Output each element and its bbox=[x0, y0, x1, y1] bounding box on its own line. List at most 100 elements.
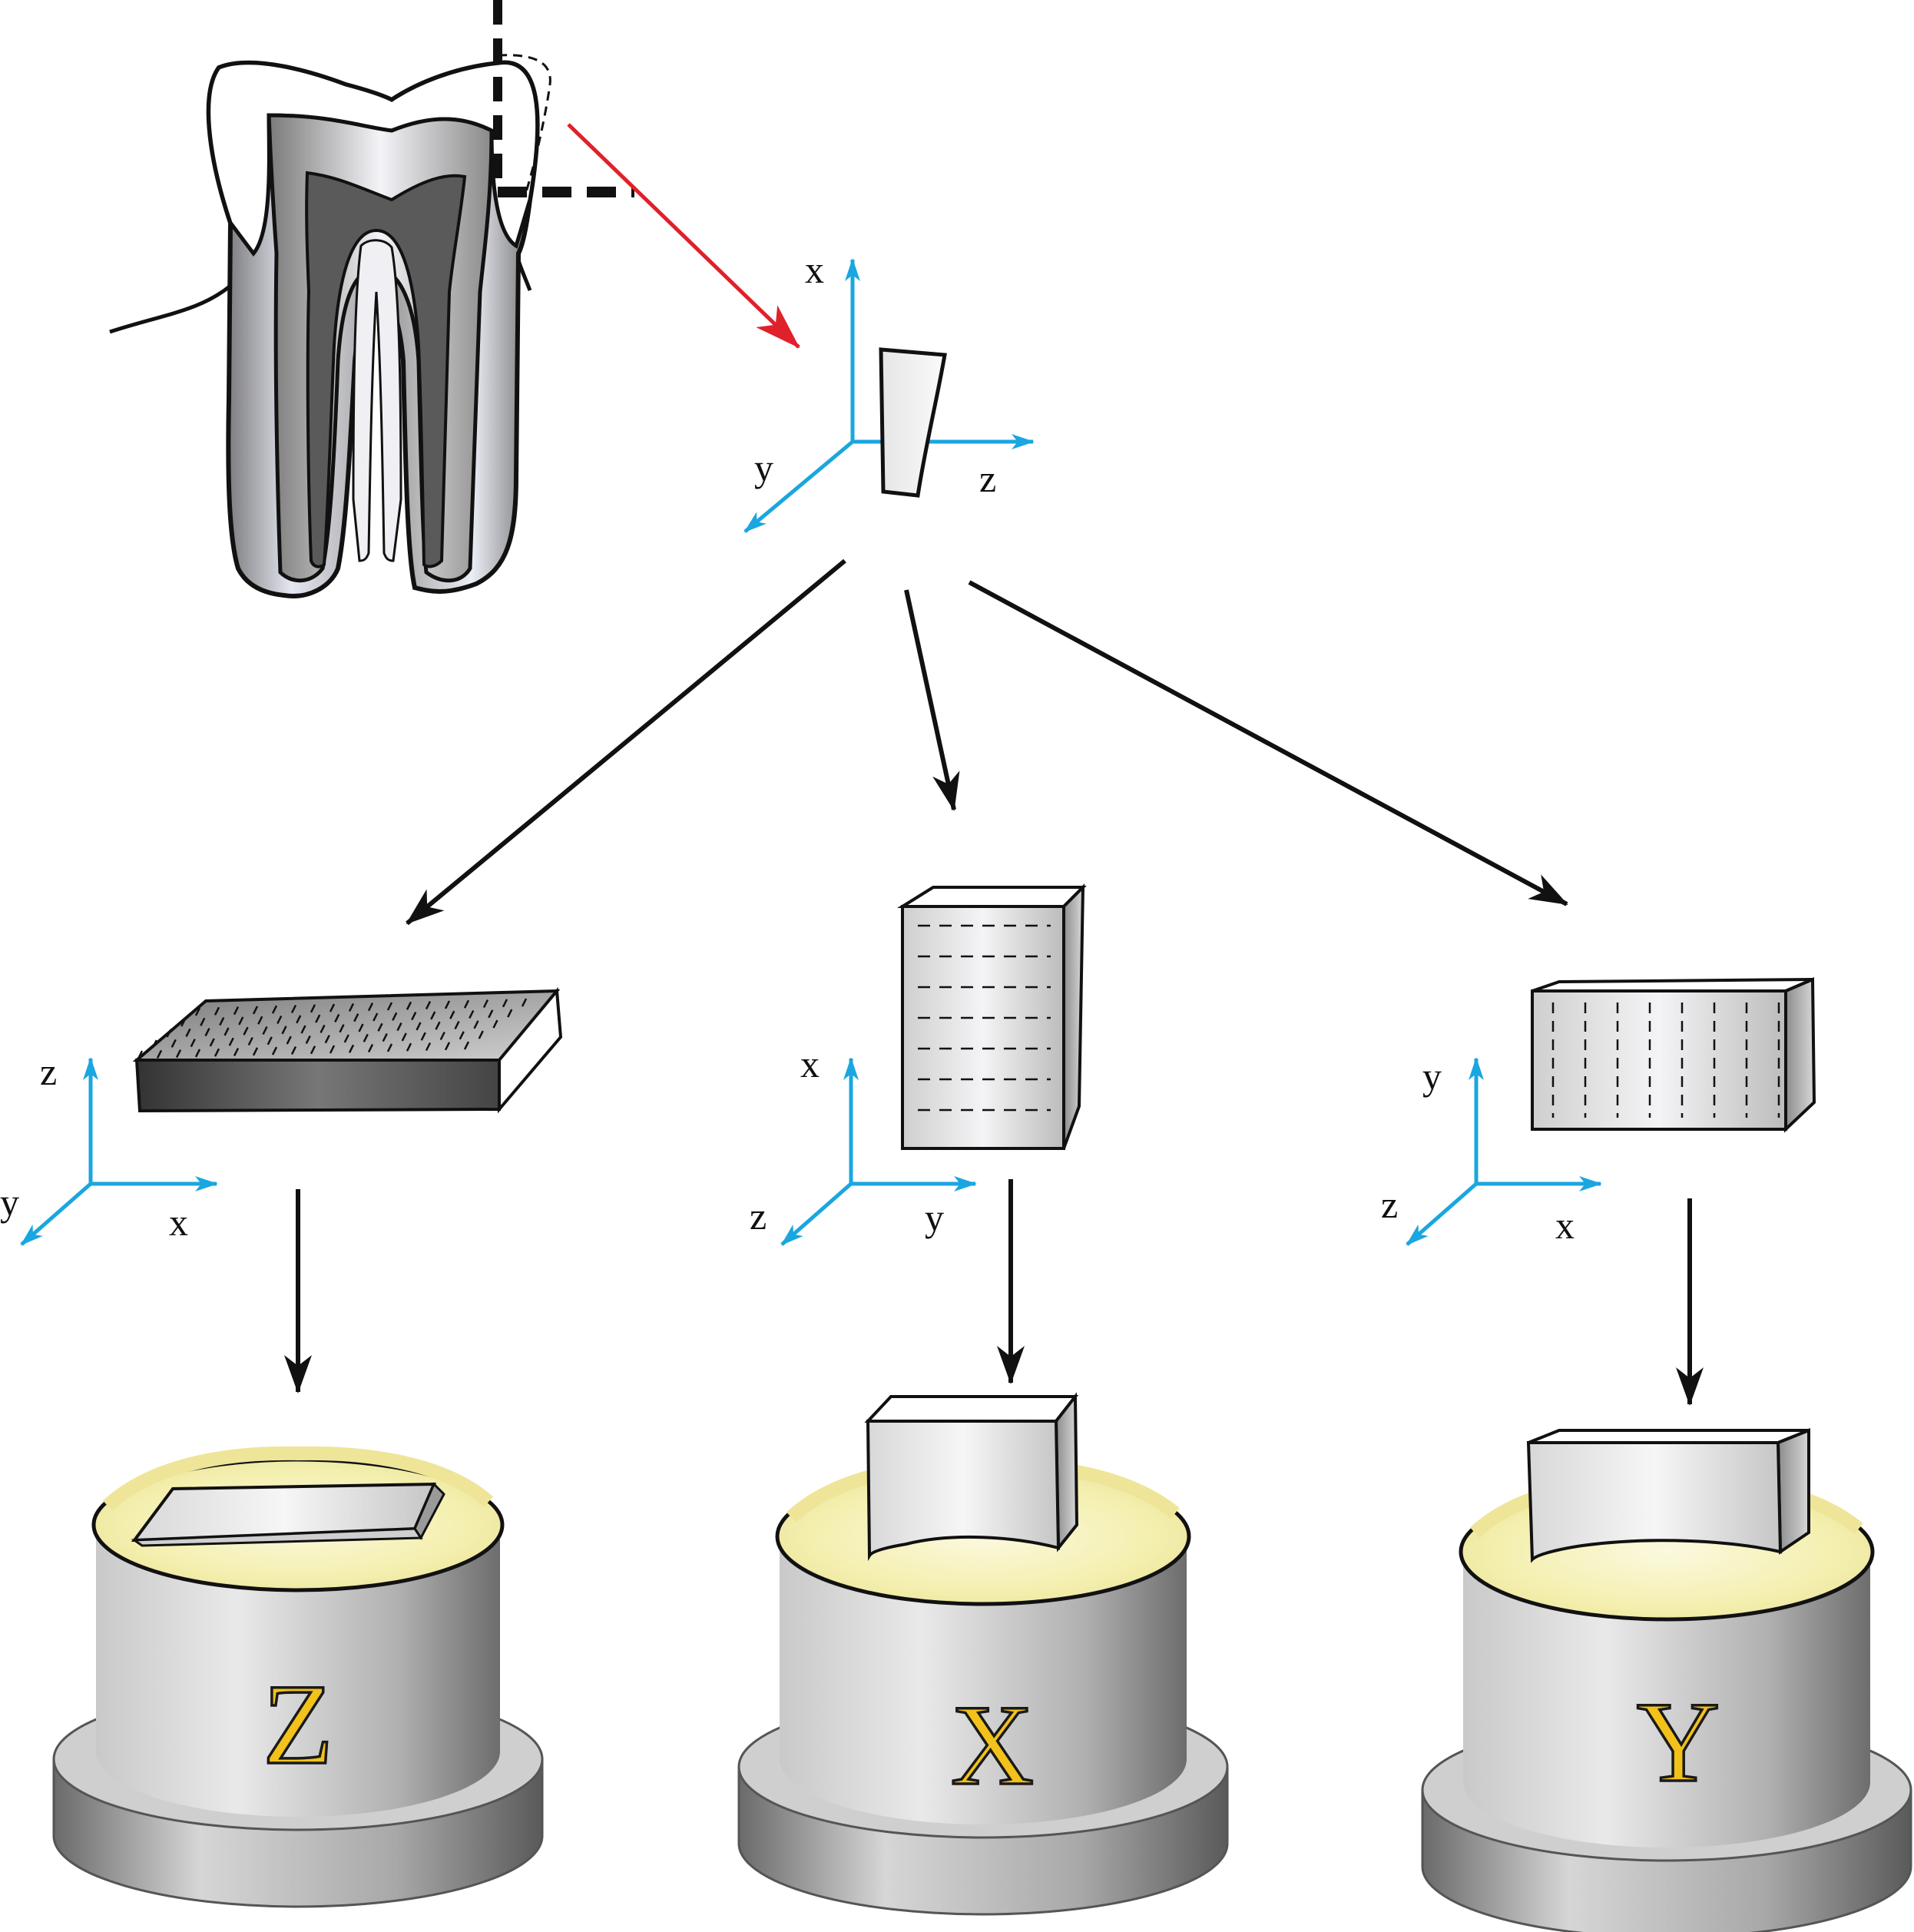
left-axes: z y x bbox=[0, 1050, 218, 1246]
tubule-mark bbox=[238, 1016, 244, 1026]
stage-label-y: Y bbox=[1637, 1678, 1720, 1806]
tubule-mark bbox=[243, 1026, 249, 1036]
tubule-mark bbox=[305, 1035, 311, 1044]
tubule-mark bbox=[435, 1021, 441, 1030]
top-axes: x y z bbox=[743, 248, 1035, 533]
tubule-mark bbox=[459, 1031, 465, 1040]
tubule-mark bbox=[449, 1010, 455, 1019]
left-axis-up-label: z bbox=[40, 1050, 57, 1093]
tubule-mark bbox=[392, 1012, 398, 1021]
tubule-mark bbox=[488, 1009, 494, 1019]
tubule-mark bbox=[151, 1039, 157, 1049]
slab-block-z bbox=[132, 986, 563, 1114]
tubule-mark bbox=[233, 1047, 240, 1057]
right-axis-up-label: y bbox=[1422, 1055, 1442, 1098]
tubule-mark bbox=[367, 1044, 374, 1053]
extraction-arrow bbox=[567, 123, 800, 349]
tubule-mark bbox=[507, 1009, 513, 1018]
tubule-mark bbox=[425, 1001, 432, 1010]
tubule-mark bbox=[310, 1046, 316, 1055]
tubule-mark bbox=[204, 1028, 210, 1037]
tubule-mark bbox=[406, 1001, 412, 1010]
tubule-mark bbox=[257, 1016, 263, 1025]
tubule-mark bbox=[343, 1034, 349, 1043]
tubule-mark bbox=[334, 1013, 340, 1022]
middle-axis-right-label: y bbox=[925, 1196, 944, 1239]
tubule-mark bbox=[277, 1015, 283, 1025]
tubule-mark bbox=[320, 1024, 326, 1033]
enamel-specimen-icon bbox=[879, 347, 947, 498]
middle-axis-diag-label: z bbox=[750, 1195, 767, 1238]
tubule-mark bbox=[339, 1024, 345, 1033]
tubule-mark bbox=[262, 1026, 268, 1036]
mounting-stage-icon: X bbox=[737, 1392, 1229, 1916]
stage-label-z: Z bbox=[263, 1661, 333, 1788]
tubule-mark bbox=[175, 1049, 182, 1059]
tubule-mark bbox=[214, 1048, 220, 1057]
tubule-mark bbox=[224, 1027, 230, 1036]
tubule-mark bbox=[194, 1007, 201, 1016]
tubule-mark bbox=[137, 1050, 144, 1059]
tubule-mark bbox=[473, 1020, 479, 1029]
tubule-mark bbox=[353, 1013, 359, 1022]
left-axis-diag-label: y bbox=[0, 1181, 19, 1224]
mounting-stage-icon: Z bbox=[52, 1446, 544, 1908]
tubule-mark bbox=[286, 1036, 292, 1045]
tubule-mark bbox=[281, 1026, 287, 1035]
tubule-mark bbox=[190, 1039, 196, 1048]
tubule-mark bbox=[420, 1032, 426, 1041]
tubule-mark bbox=[521, 998, 528, 1007]
tubule-mark bbox=[209, 1038, 215, 1047]
tubule-mark bbox=[401, 1032, 407, 1042]
tubule-mark bbox=[290, 1004, 297, 1014]
tubule-mark bbox=[463, 1041, 470, 1050]
flow-arrow-right bbox=[968, 580, 1568, 906]
flow-arrow-middle bbox=[904, 589, 960, 811]
tubule-mark bbox=[252, 1006, 259, 1015]
tubule-mark bbox=[271, 1005, 278, 1014]
middle-axis-up-label: x bbox=[800, 1042, 820, 1085]
tubule-mark bbox=[194, 1049, 201, 1058]
top-axis-y-label: y bbox=[754, 446, 773, 489]
tubule-mark bbox=[324, 1035, 330, 1044]
left-axis-right-label: x bbox=[169, 1201, 188, 1244]
top-axis-z-label: z bbox=[979, 457, 996, 500]
tubule-mark bbox=[219, 1017, 225, 1026]
right-axis-right-label: x bbox=[1555, 1204, 1575, 1247]
tubule-mark bbox=[373, 1012, 379, 1022]
tubule-mark bbox=[290, 1046, 297, 1055]
tubule-mark bbox=[348, 1002, 355, 1012]
tubule-mark bbox=[386, 1002, 393, 1011]
tubule-mark bbox=[386, 1043, 393, 1052]
mounting-stage-icon: Y bbox=[1421, 1428, 1912, 1932]
tubule-mark bbox=[382, 1033, 388, 1042]
tubule-mark bbox=[252, 1047, 259, 1056]
tubule-mark bbox=[363, 1033, 369, 1042]
tubule-mark bbox=[171, 1039, 177, 1048]
right-axis-diag-label: z bbox=[1381, 1183, 1398, 1226]
tubule-mark bbox=[502, 999, 508, 1008]
tubule-mark bbox=[180, 1018, 187, 1027]
tubule-mark bbox=[411, 1012, 417, 1021]
tubule-mark bbox=[367, 1002, 374, 1012]
tubule-mark bbox=[478, 1030, 484, 1039]
tall-block-x bbox=[897, 883, 1087, 1150]
tubule-mark bbox=[214, 1006, 220, 1016]
tubule-mark bbox=[444, 1000, 451, 1009]
tubule-mark bbox=[439, 1031, 445, 1041]
tubule-mark bbox=[348, 1044, 355, 1053]
top-axis-x-label: x bbox=[805, 248, 824, 291]
wide-block-y bbox=[1531, 976, 1816, 1133]
right-axes: y z x bbox=[1381, 1055, 1602, 1247]
tubule-mark bbox=[156, 1049, 163, 1059]
tubule-mark bbox=[444, 1042, 451, 1051]
tubule-mark bbox=[228, 1037, 234, 1046]
tubule-mark bbox=[329, 1003, 336, 1012]
tooth-cross-section-icon bbox=[109, 0, 634, 598]
tubule-mark bbox=[430, 1011, 436, 1020]
tubule-mark bbox=[425, 1042, 432, 1052]
tubule-mark bbox=[463, 999, 470, 1009]
tubule-mark bbox=[469, 1009, 475, 1019]
tubule-mark bbox=[416, 1022, 422, 1031]
